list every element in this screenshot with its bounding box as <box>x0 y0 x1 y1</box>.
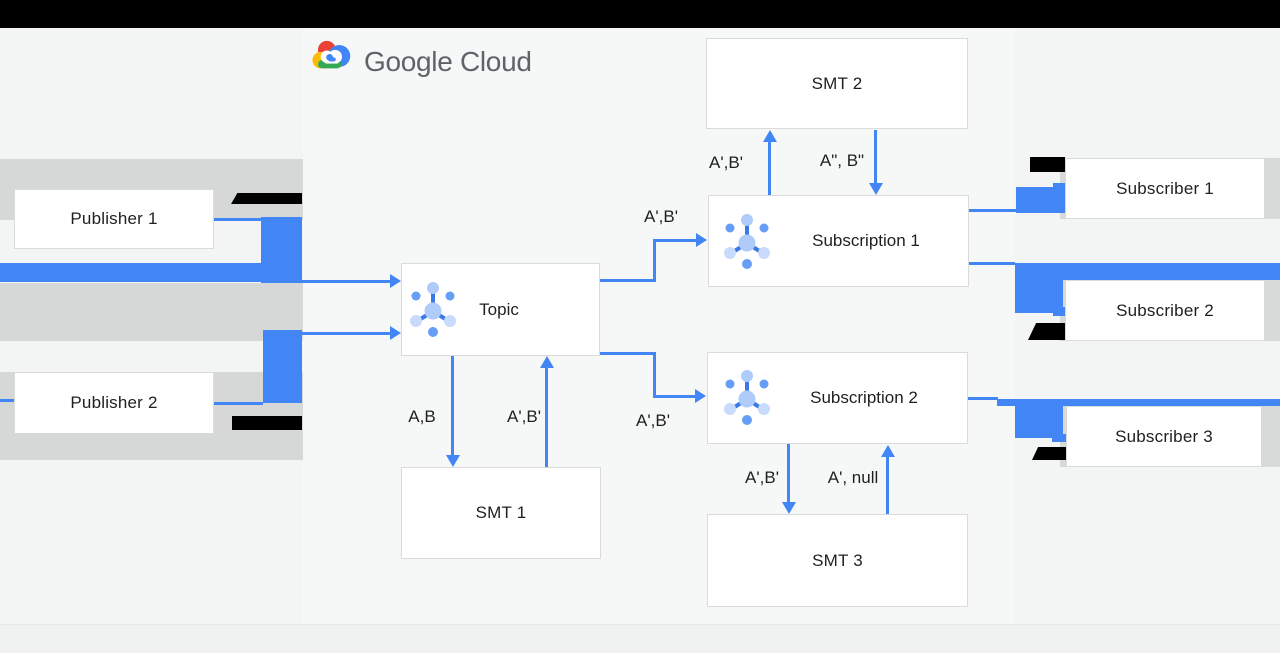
annotation-blue-column-1 <box>261 217 302 283</box>
node-label-subscription-1: Subscription 1 <box>812 231 920 250</box>
node-label: Subscriber 2 <box>1116 300 1214 320</box>
node-label: Subscriber 3 <box>1115 426 1213 446</box>
edge-topic-sub1-h2 <box>653 239 697 242</box>
arrowhead-topic-sub2 <box>695 389 706 403</box>
edge-sub1-subscriber2 <box>969 262 1015 265</box>
node-label: SMT 2 <box>811 73 863 93</box>
edge-label-topic-sub1: A',B' <box>644 207 678 226</box>
annotation-black-mark-sub1 <box>1030 157 1065 172</box>
arrowhead-sub2-smt3 <box>782 502 796 514</box>
annotation-black-mark-sub2 <box>1028 323 1065 340</box>
annotation-black-mark-sub3 <box>1032 447 1070 460</box>
annotation-black-mark-pub2 <box>232 416 302 430</box>
edge-label-smt3-sub2: A', null <box>827 468 879 487</box>
edge-sub2-subscriber3 <box>968 397 998 400</box>
node-subscriber-1: Subscriber 1 <box>1065 158 1265 219</box>
edge-smt3-sub2-up <box>886 456 889 514</box>
node-label: SMT 3 <box>812 550 863 570</box>
annotation-blue-step-3 <box>1052 434 1070 442</box>
edge-topic-sub2-h2 <box>653 395 696 398</box>
arrowhead-smt3-sub2 <box>881 445 895 457</box>
edge-label-topic-smt1: A,B <box>408 407 436 426</box>
node-smt-1: SMT 1 <box>401 467 601 559</box>
edge-topic-smt1-down <box>451 356 454 456</box>
annotation-black-mark-pub1 <box>231 193 302 204</box>
edge-into-topic-2 <box>302 332 391 335</box>
arrowhead-smt1-topic <box>540 356 554 368</box>
annotation-blue-bar-left <box>0 263 261 282</box>
edge-smt1-topic-up <box>545 367 548 467</box>
edge-sub2-smt3-down <box>787 444 790 503</box>
arrowhead-into-topic-1 <box>390 274 401 288</box>
annotation-blue-bar-right-2 <box>997 399 1280 406</box>
arrowhead-sub1-smt2 <box>763 130 777 142</box>
annotation-blue-blob-sub3 <box>1015 403 1063 438</box>
edge-publisher2-in <box>0 399 14 402</box>
arrowhead-topic-sub1 <box>696 233 707 247</box>
arrowhead-topic-smt1 <box>446 455 460 467</box>
top-black-bar <box>0 0 1280 28</box>
arrowhead-into-topic-2 <box>390 326 401 340</box>
node-smt-2: SMT 2 <box>706 38 968 129</box>
pubsub-topic-icon <box>408 279 458 339</box>
edge-publisher1-out <box>214 218 261 221</box>
google-cloud-logo-icon <box>309 36 353 76</box>
edge-topic-sub2-h1 <box>600 352 656 355</box>
edge-sub1-subscriber1 <box>969 209 1016 212</box>
edge-label-smt1-topic: A',B' <box>507 407 541 426</box>
node-publisher-1: Publisher 1 <box>14 189 214 249</box>
edge-label-sub1-smt2: A',B' <box>709 153 743 172</box>
node-smt-3: SMT 3 <box>707 514 968 607</box>
publisher-band-2 <box>0 283 303 341</box>
node-label: Subscriber 1 <box>1116 178 1214 198</box>
edge-topic-sub1-h1 <box>600 279 656 282</box>
edge-into-topic-1 <box>302 280 391 283</box>
annotation-blue-step-1 <box>1053 183 1065 188</box>
node-subscriber-3: Subscriber 3 <box>1066 406 1262 467</box>
node-label: Publisher 1 <box>70 209 158 228</box>
node-publisher-2: Publisher 2 <box>14 372 214 434</box>
bottom-strip <box>0 624 1280 653</box>
edge-topic-sub2-v <box>653 353 656 397</box>
node-subscriber-2: Subscriber 2 <box>1065 280 1265 341</box>
annotation-blue-step-2 <box>1053 307 1066 316</box>
edge-label-sub2-smt3: A',B' <box>745 468 779 487</box>
google-cloud-wordmark: Google Cloud <box>364 46 532 77</box>
node-label: Publisher 2 <box>70 393 158 412</box>
pubsub-subscription-icon <box>722 211 772 271</box>
annotation-blue-bar-right-1 <box>1015 263 1280 280</box>
pubsub-subscription-icon <box>722 367 772 427</box>
node-label-topic: Topic <box>479 300 519 319</box>
arrowhead-smt2-sub1 <box>869 183 883 195</box>
edge-smt2-sub1-down <box>874 130 877 184</box>
edge-sub1-smt2-up <box>768 140 771 196</box>
edge-publisher2-out <box>214 402 263 405</box>
node-label-subscription-2: Subscription 2 <box>810 388 918 407</box>
annotation-blue-blob-sub1 <box>1016 187 1065 213</box>
node-label: SMT 1 <box>475 503 527 522</box>
edge-label-topic-sub2: A',B' <box>636 411 670 430</box>
annotation-blue-column-2 <box>263 330 302 403</box>
edge-label-smt2-sub1: A", B" <box>819 151 865 170</box>
edge-topic-sub1-v <box>653 241 656 282</box>
